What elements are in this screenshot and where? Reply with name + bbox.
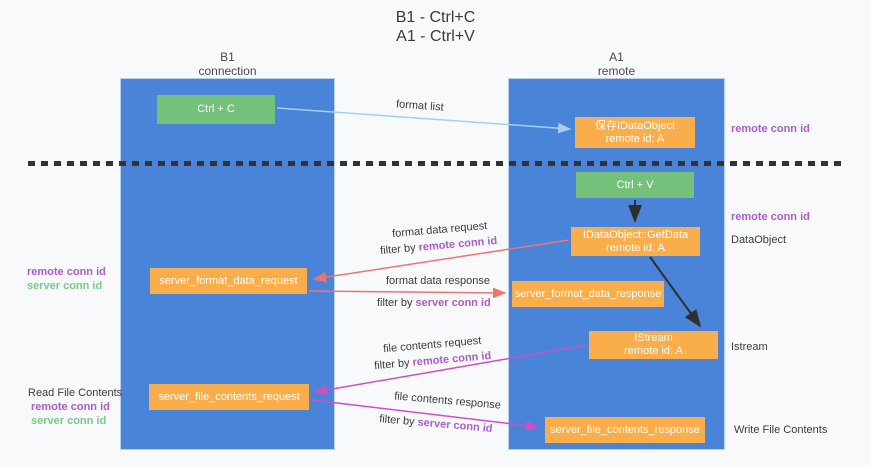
server-format-data-request-label: server_format_data_request bbox=[159, 274, 298, 287]
getdata-line1: IDataObject::GetData bbox=[582, 228, 689, 241]
dataobject-label: DataObject bbox=[731, 234, 787, 246]
server-conn-id-label-mid-left: server conn id bbox=[27, 280, 103, 292]
remote-conn-id-text: remote conn id bbox=[412, 349, 492, 369]
filter-by-text: filter by bbox=[373, 356, 414, 373]
lane-header-a1: A1 remote bbox=[508, 50, 725, 78]
remote-conn-id-label-mid-left: remote conn id bbox=[27, 266, 106, 278]
filter-by-text: filter by bbox=[378, 413, 419, 429]
ctrl-c-box: Ctrl + C bbox=[157, 95, 275, 124]
lane-a1-name: A1 bbox=[609, 50, 624, 64]
server-conn-id-label-bottom-left: server conn id bbox=[31, 415, 107, 427]
server-conn-id-text: server conn id bbox=[415, 297, 491, 309]
istream-box: IStream remote id: A bbox=[589, 331, 718, 359]
server-file-contents-request-label: server_file_contents_request bbox=[158, 390, 300, 403]
server-file-contents-request-box: server_file_contents_request bbox=[149, 384, 309, 410]
remote-conn-id-label-top-right: remote conn id bbox=[731, 123, 810, 135]
ctrl-v-label: Ctrl + V bbox=[616, 178, 654, 191]
server-format-data-request-box: server_format_data_request bbox=[150, 268, 307, 294]
lane-b1-role: connection bbox=[198, 64, 257, 78]
format-response-filter-label: filter by server conn id bbox=[377, 297, 491, 309]
format-list-label: format list bbox=[395, 98, 445, 114]
ctrl-v-box: Ctrl + V bbox=[576, 172, 694, 198]
lane-header-b1: B1 connection bbox=[120, 50, 335, 78]
format-data-response-label: format data response bbox=[386, 275, 490, 287]
server-file-contents-response-box: server_file_contents_response bbox=[545, 417, 705, 443]
title-line-1: B1 - Ctrl+C bbox=[395, 9, 476, 26]
server-conn-id-text: server conn id bbox=[417, 416, 494, 435]
remote-conn-id-label-bottom-left: remote conn id bbox=[31, 401, 110, 413]
save-idataobject-line1: 保存IDataObject bbox=[594, 119, 676, 132]
arrow-format-data-response bbox=[308, 287, 507, 299]
filter-by-text: filter by bbox=[379, 241, 420, 258]
session-divider-line bbox=[28, 161, 845, 166]
save-idataobject-box: 保存IDataObject remote id: A bbox=[575, 117, 695, 148]
file-contents-response-label: file contents response bbox=[393, 390, 502, 412]
lane-a1-role: remote bbox=[597, 64, 636, 78]
server-file-contents-response-label: server_file_contents_response bbox=[550, 423, 700, 436]
server-format-data-response-label: server_format_data_response bbox=[514, 287, 662, 300]
save-idataobject-line2: remote id: A bbox=[605, 132, 665, 145]
remote-conn-id-label-mid-right: remote conn id bbox=[731, 211, 810, 223]
istream-line1: IStream bbox=[634, 332, 673, 344]
istream-side-label: Istream bbox=[731, 341, 768, 353]
title-line-2: A1 - Ctrl+V bbox=[396, 28, 475, 45]
istream-line2: remote id: A bbox=[624, 345, 683, 357]
read-file-contents-label: Read File Contents bbox=[28, 387, 123, 399]
getdata-line2: remote id: A bbox=[606, 241, 665, 254]
ctrl-c-label: Ctrl + C bbox=[197, 103, 235, 115]
filter-by-text: filter by bbox=[377, 297, 416, 309]
lane-b1-name: B1 bbox=[220, 50, 235, 64]
write-file-contents-label: Write File Contents bbox=[734, 424, 828, 436]
idataobject-getdata-box: IDataObject::GetData remote id: A bbox=[571, 227, 700, 256]
server-format-data-response-box: server_format_data_response bbox=[512, 281, 664, 307]
remote-conn-id-text: remote conn id bbox=[418, 234, 498, 254]
diagram-title: B1 - Ctrl+C A1 - Ctrl+V bbox=[0, 8, 871, 46]
file-response-filter-label: filter by server conn id bbox=[379, 413, 493, 435]
